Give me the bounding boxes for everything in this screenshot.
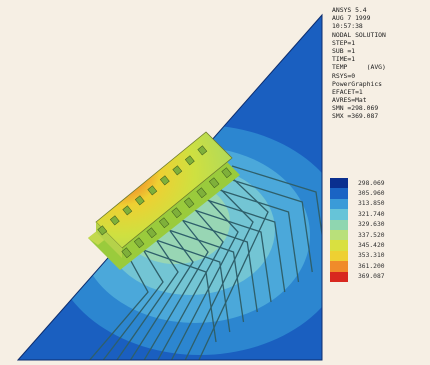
info-line: SMX =369.087 bbox=[332, 112, 379, 121]
info-line: STEP=1 bbox=[332, 38, 356, 47]
lead-trace bbox=[101, 241, 164, 360]
temperature-legend: 298.069 305.960 313.850 321.740 329.630 337.5… bbox=[330, 178, 428, 282]
legend-swatch bbox=[330, 261, 348, 272]
chip-pin bbox=[208, 177, 220, 189]
chip-pin bbox=[196, 187, 207, 199]
chip-pin bbox=[184, 155, 195, 166]
chip-pins bbox=[97, 145, 232, 259]
legend-entry: 321.740 bbox=[330, 209, 428, 220]
legend-swatch bbox=[330, 240, 348, 251]
lead-trace bbox=[194, 195, 286, 293]
legend-value: 361.200 bbox=[358, 262, 385, 270]
lead-trace bbox=[169, 215, 258, 313]
lead-trace bbox=[197, 171, 269, 360]
legend-value: 345.420 bbox=[358, 242, 385, 250]
legend-entry: 305.960 bbox=[330, 188, 428, 199]
chip-package bbox=[88, 131, 240, 270]
legend-swatch bbox=[330, 198, 348, 210]
lead-trace bbox=[206, 185, 300, 283]
legend-entry: 353.310 bbox=[330, 250, 428, 262]
chip-pin bbox=[122, 205, 133, 216]
lead-trace bbox=[144, 235, 231, 333]
info-line: SMN =298.069 bbox=[332, 104, 379, 113]
chip-pin bbox=[183, 197, 195, 209]
legend-value: 337.520 bbox=[358, 231, 385, 239]
info-line: SUB =1 bbox=[332, 46, 356, 55]
info-line: EFACET=1 bbox=[332, 87, 363, 96]
info-line: PowerGraphics bbox=[332, 79, 383, 88]
chip-pin bbox=[147, 185, 158, 196]
info-line: NODAL SOLUTION bbox=[332, 30, 386, 39]
legend-entry: 313.850 bbox=[330, 198, 428, 210]
lead-trace bbox=[114, 231, 179, 360]
chip-pin bbox=[197, 145, 208, 156]
chip-pin bbox=[221, 167, 232, 179]
lead-trace bbox=[219, 175, 313, 273]
board-leads bbox=[87, 165, 322, 360]
chip-pin bbox=[171, 207, 182, 219]
legend-entry: 361.200 bbox=[330, 261, 428, 272]
lead-trace bbox=[156, 201, 224, 360]
legend-value: 313.850 bbox=[358, 200, 385, 208]
lead-trace bbox=[87, 251, 149, 360]
info-line: ANSYS 5.4 bbox=[332, 6, 367, 14]
chip-pin bbox=[146, 227, 157, 239]
chip-pin bbox=[158, 217, 170, 229]
legend-entry: 345.420 bbox=[330, 240, 428, 251]
lead-trace bbox=[128, 221, 194, 360]
legend-entry: 337.520 bbox=[330, 229, 428, 241]
chip-pin bbox=[134, 195, 145, 206]
chip-pin bbox=[121, 247, 132, 259]
lead-trace bbox=[169, 191, 239, 360]
info-line: AUG 7 1999 bbox=[332, 14, 371, 23]
chip-pin bbox=[109, 215, 120, 226]
info-line: TIME=1 bbox=[332, 55, 356, 64]
info-line: RSYS=0 bbox=[332, 71, 356, 80]
legend-value: 353.310 bbox=[358, 252, 385, 260]
legend-value: 369.087 bbox=[358, 273, 385, 281]
legend-swatch bbox=[330, 229, 348, 241]
legend-value: 298.069 bbox=[358, 179, 385, 187]
lead-trace bbox=[231, 165, 322, 263]
chip-pin bbox=[172, 165, 183, 176]
chip-pin bbox=[133, 237, 145, 249]
chip-pin bbox=[159, 175, 170, 186]
legend-value: 329.630 bbox=[358, 221, 385, 229]
legend-entry: 298.069 bbox=[330, 178, 428, 189]
legend-swatch bbox=[330, 271, 348, 282]
lead-trace bbox=[156, 225, 245, 323]
legend-value: 305.960 bbox=[358, 190, 385, 198]
legend-swatch bbox=[330, 250, 348, 262]
lead-trace bbox=[183, 181, 254, 360]
legend-swatch bbox=[330, 219, 348, 230]
info-line: AVRES=Mat bbox=[332, 96, 367, 105]
legend-swatch bbox=[330, 178, 348, 189]
legend-swatch bbox=[330, 209, 348, 220]
legend-entry: 369.087 bbox=[330, 271, 428, 282]
legend-entry: 329.630 bbox=[330, 219, 428, 230]
info-line: TEMP (AVG) bbox=[332, 63, 386, 72]
lead-trace bbox=[181, 205, 272, 303]
chip-top-face bbox=[95, 131, 233, 249]
lead-trace bbox=[142, 211, 209, 360]
legend-value: 321.740 bbox=[358, 210, 385, 218]
legend-swatch bbox=[330, 188, 348, 199]
info-line: 10:57:38 bbox=[332, 22, 363, 31]
chip-pin bbox=[97, 225, 108, 236]
